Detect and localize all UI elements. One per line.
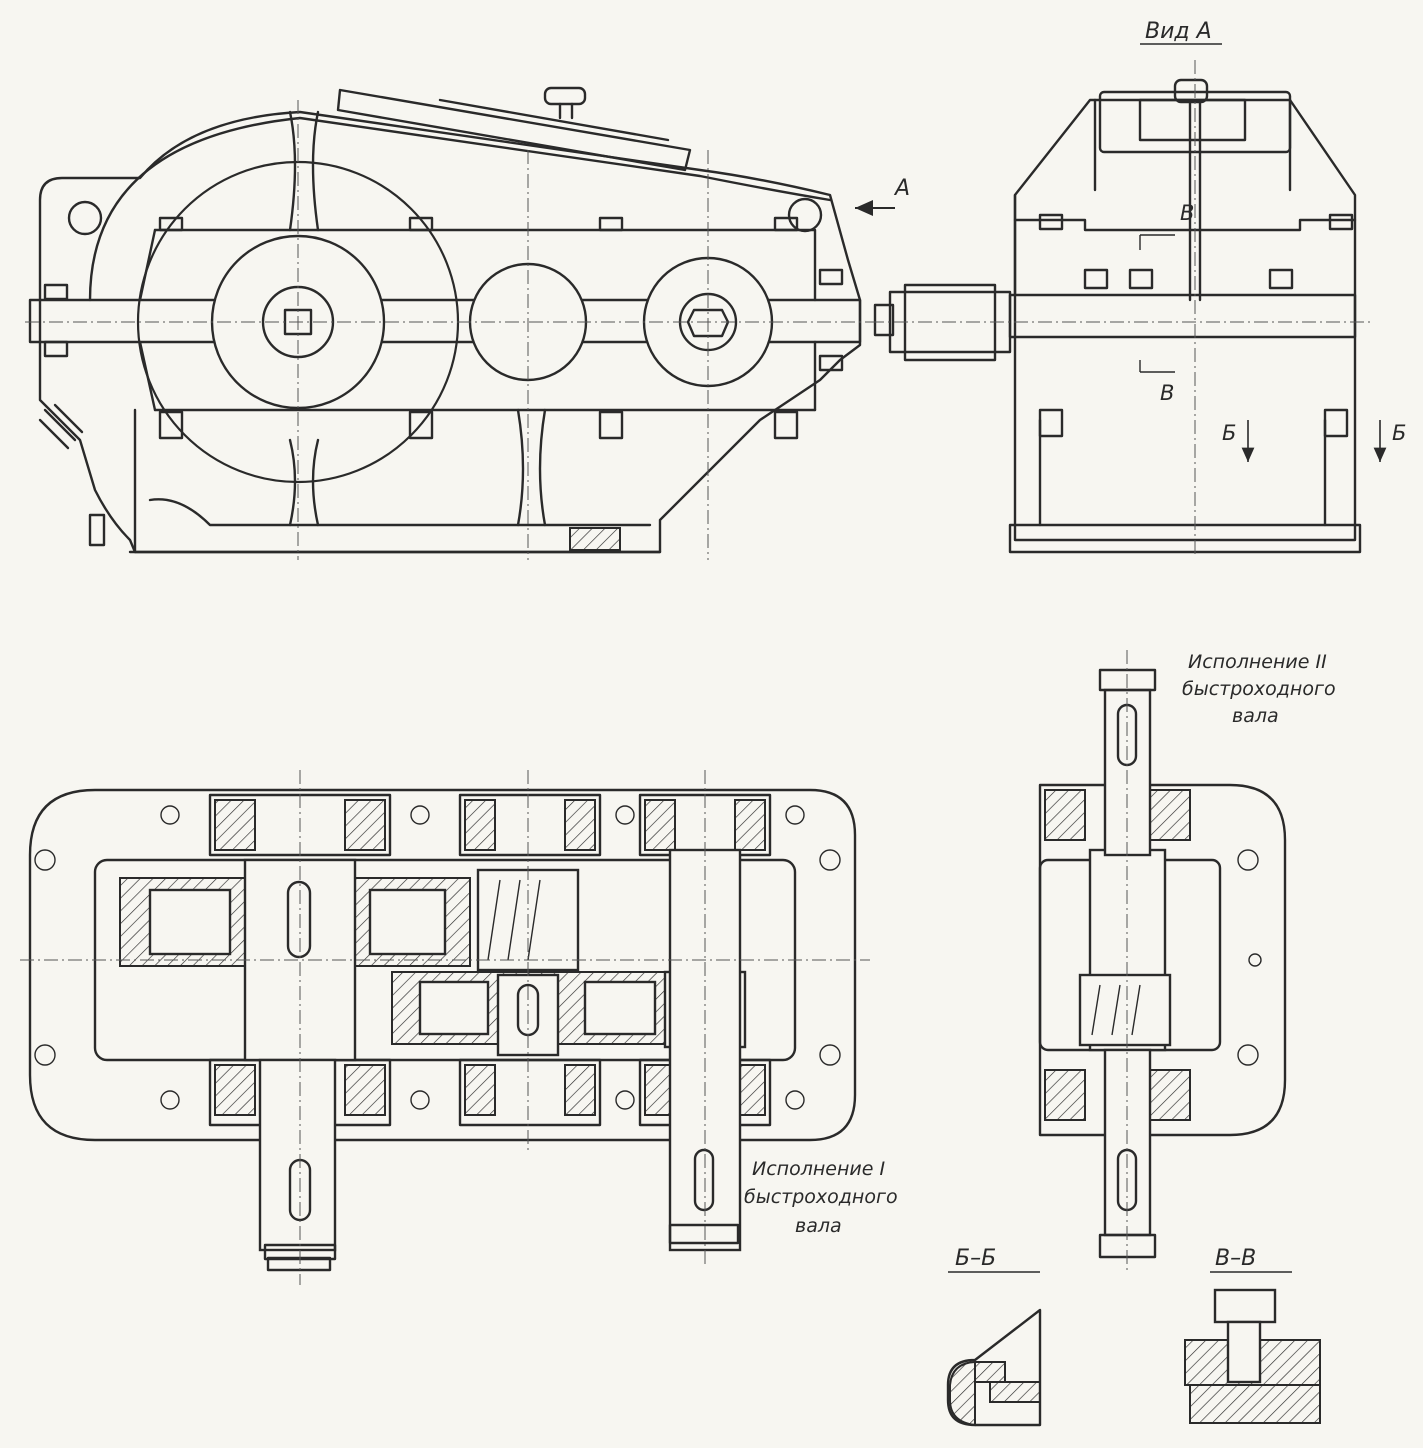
variant-2-label-line1: Исполнение II [1188,651,1327,673]
variant-2-label-line2: быстроходного [1182,678,1336,700]
section-v-top-label: В [1180,201,1194,225]
variant-1-label-line2: быстроходного [744,1186,898,1208]
section-v-bottom-label: В [1160,381,1174,405]
section-b-left-label: Б [1222,421,1236,445]
section-vv: В–В [1184,1246,1321,1424]
view-a-title: Вид А [1145,19,1212,44]
view-a: Вид А В В Б Б [870,19,1406,555]
section-bb-title: Б–Б [955,1246,996,1271]
variant-2-view: Исполнение II быстроходного вала [1038,650,1336,1270]
front-view: А [25,86,910,560]
variant-2-label-line3: вала [1232,705,1279,727]
section-bb: Б–Б [946,1246,1042,1427]
variant-1-label-line3: вала [795,1215,842,1237]
view-a-arrow-label: А [893,176,910,201]
plan-section: Исполнение I быстроходного вала [20,770,898,1285]
variant-1-label-line1: Исполнение I [752,1158,885,1180]
section-vv-title: В–В [1215,1246,1256,1271]
section-b-right-label: Б [1392,421,1406,445]
